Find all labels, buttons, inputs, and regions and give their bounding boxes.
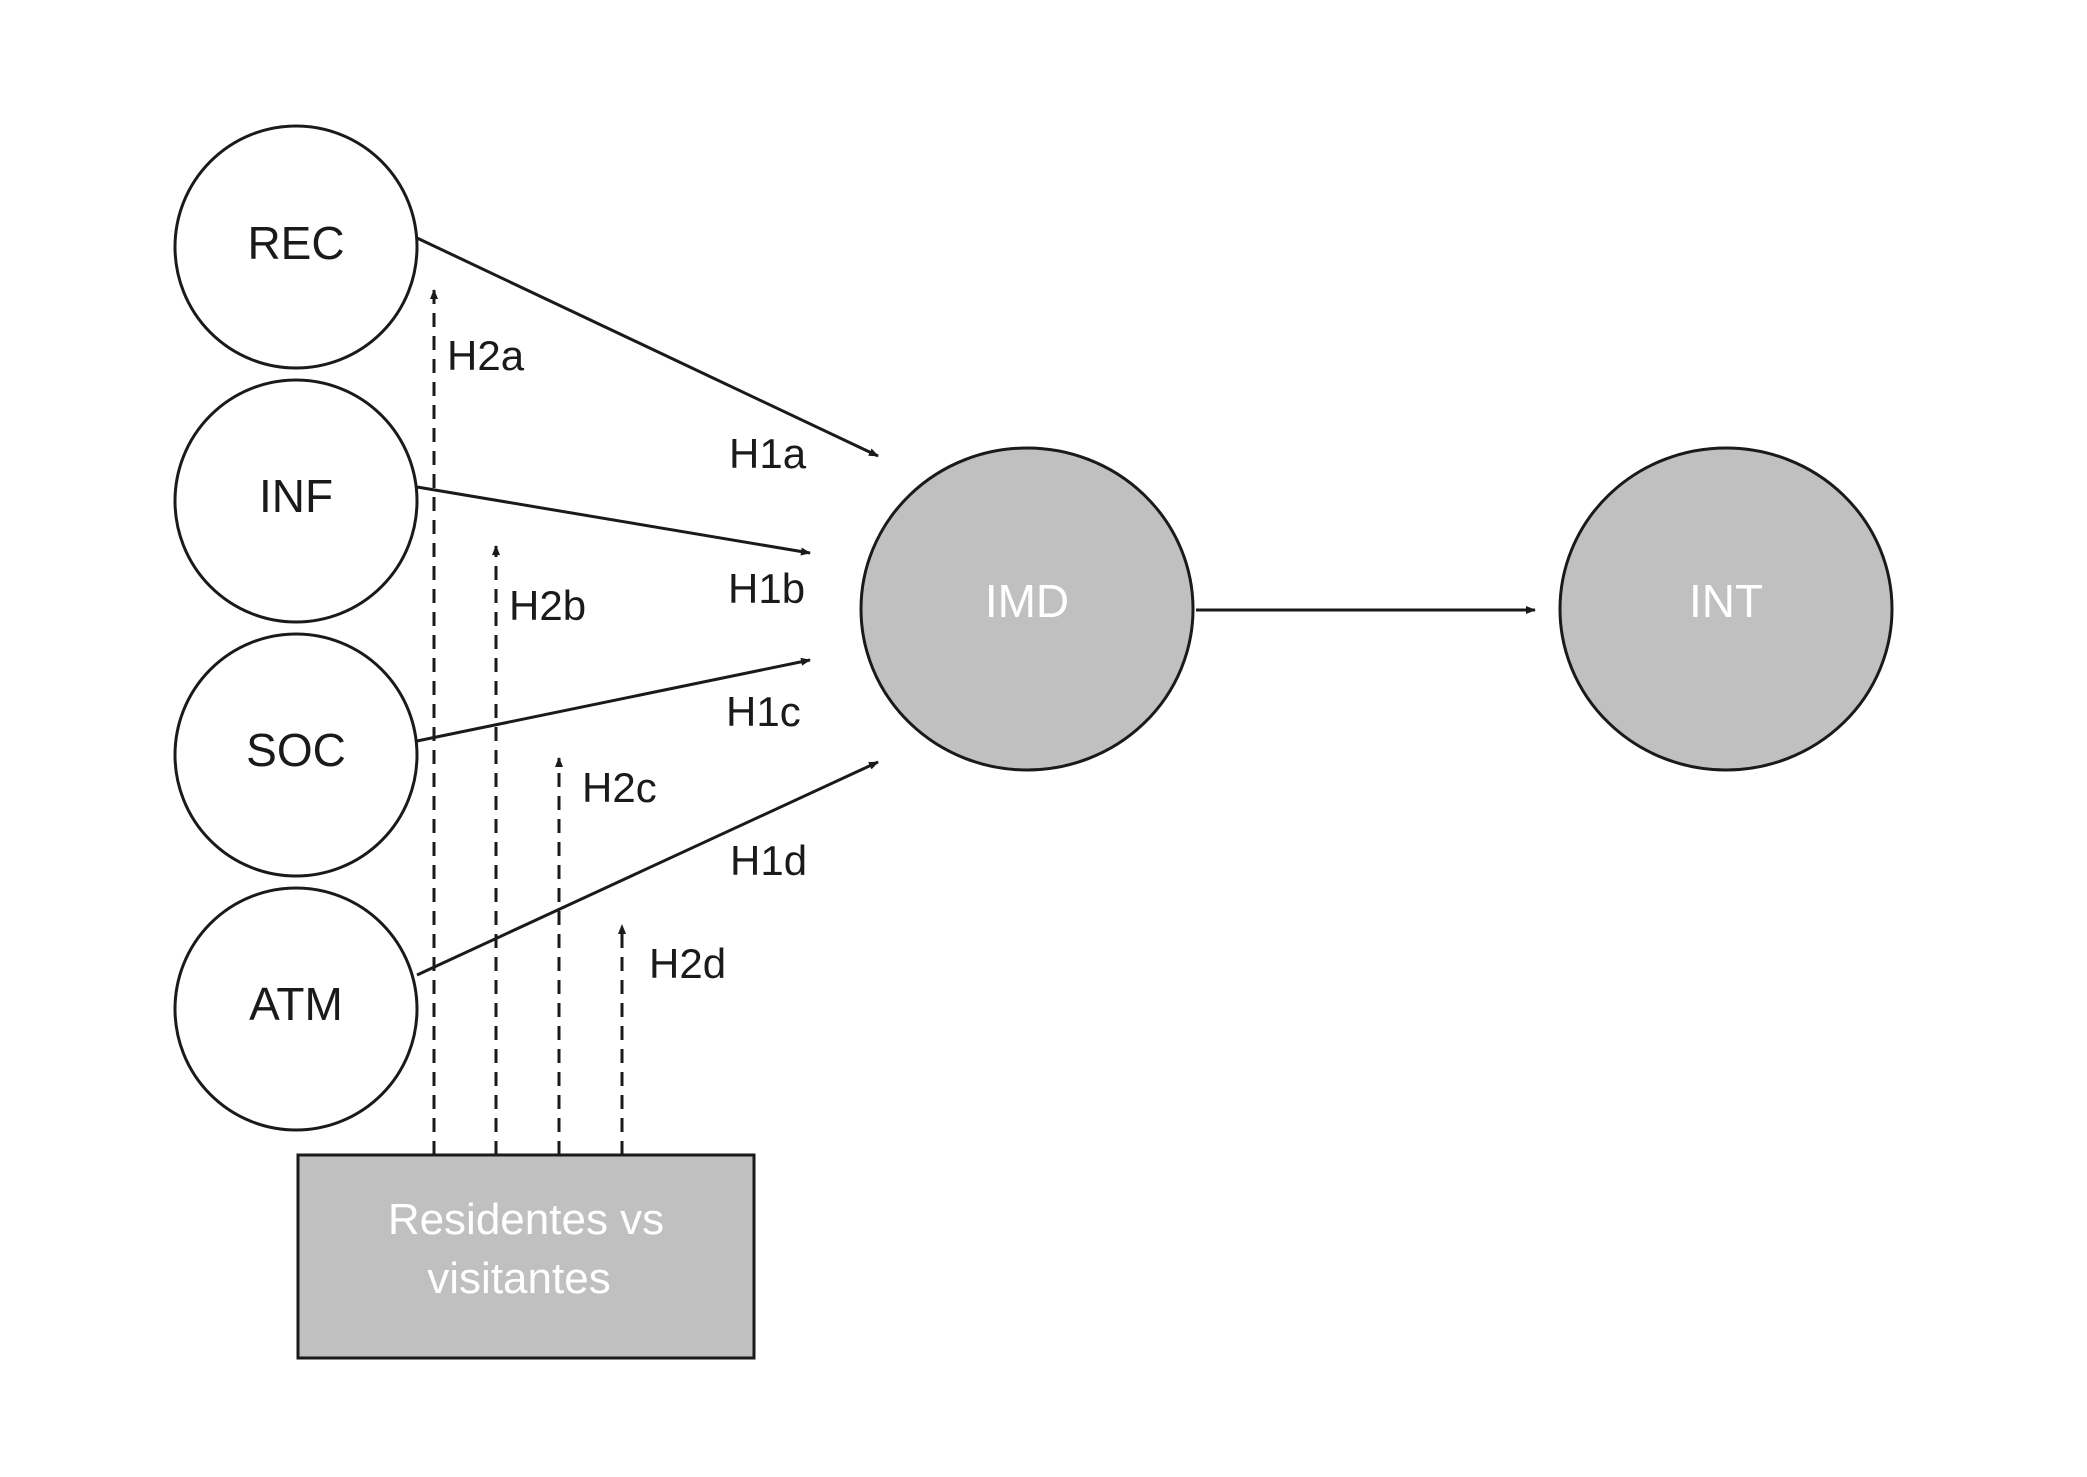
node-int: INT xyxy=(1558,446,1894,772)
label-h2a: H2a xyxy=(447,332,525,379)
node-atm-label: ATM xyxy=(249,978,343,1030)
label-h1d: H1d xyxy=(730,837,807,884)
moderator-label-line1: Residentes vs xyxy=(388,1195,664,1244)
arrow-h1d xyxy=(416,760,879,977)
label-h2d: H2d xyxy=(649,940,726,987)
moderator-box: Residentes vs visitantes xyxy=(296,1153,756,1360)
node-rec-circle xyxy=(173,124,419,370)
label-h2b: H2b xyxy=(509,582,586,629)
arrow-h1a xyxy=(416,236,879,458)
node-int-circle xyxy=(1558,446,1894,772)
label-h1c: H1c xyxy=(726,688,801,735)
node-soc-circle xyxy=(173,632,419,878)
node-imd: IMD xyxy=(859,446,1195,772)
node-soc: SOC xyxy=(173,632,419,878)
moderator-rect xyxy=(296,1153,756,1360)
node-imd-circle xyxy=(859,446,1195,772)
node-int-label: INT xyxy=(1689,575,1763,627)
label-h1a: H1a xyxy=(729,430,807,477)
node-soc-label: SOC xyxy=(246,724,346,776)
moderator-label-line2: visitantes xyxy=(427,1254,610,1303)
arrow-h1b xyxy=(416,485,811,556)
arrow-h1c xyxy=(416,657,811,743)
node-atm-circle xyxy=(173,886,419,1132)
node-atm: ATM xyxy=(173,886,419,1132)
node-imd-label: IMD xyxy=(985,575,1069,627)
node-rec-label: REC xyxy=(247,217,344,269)
node-inf: INF xyxy=(173,378,419,624)
node-rec: REC xyxy=(173,124,419,370)
node-inf-circle xyxy=(173,378,419,624)
label-h2c: H2c xyxy=(582,764,657,811)
label-h1b: H1b xyxy=(728,565,805,612)
node-inf-label: INF xyxy=(259,470,333,522)
